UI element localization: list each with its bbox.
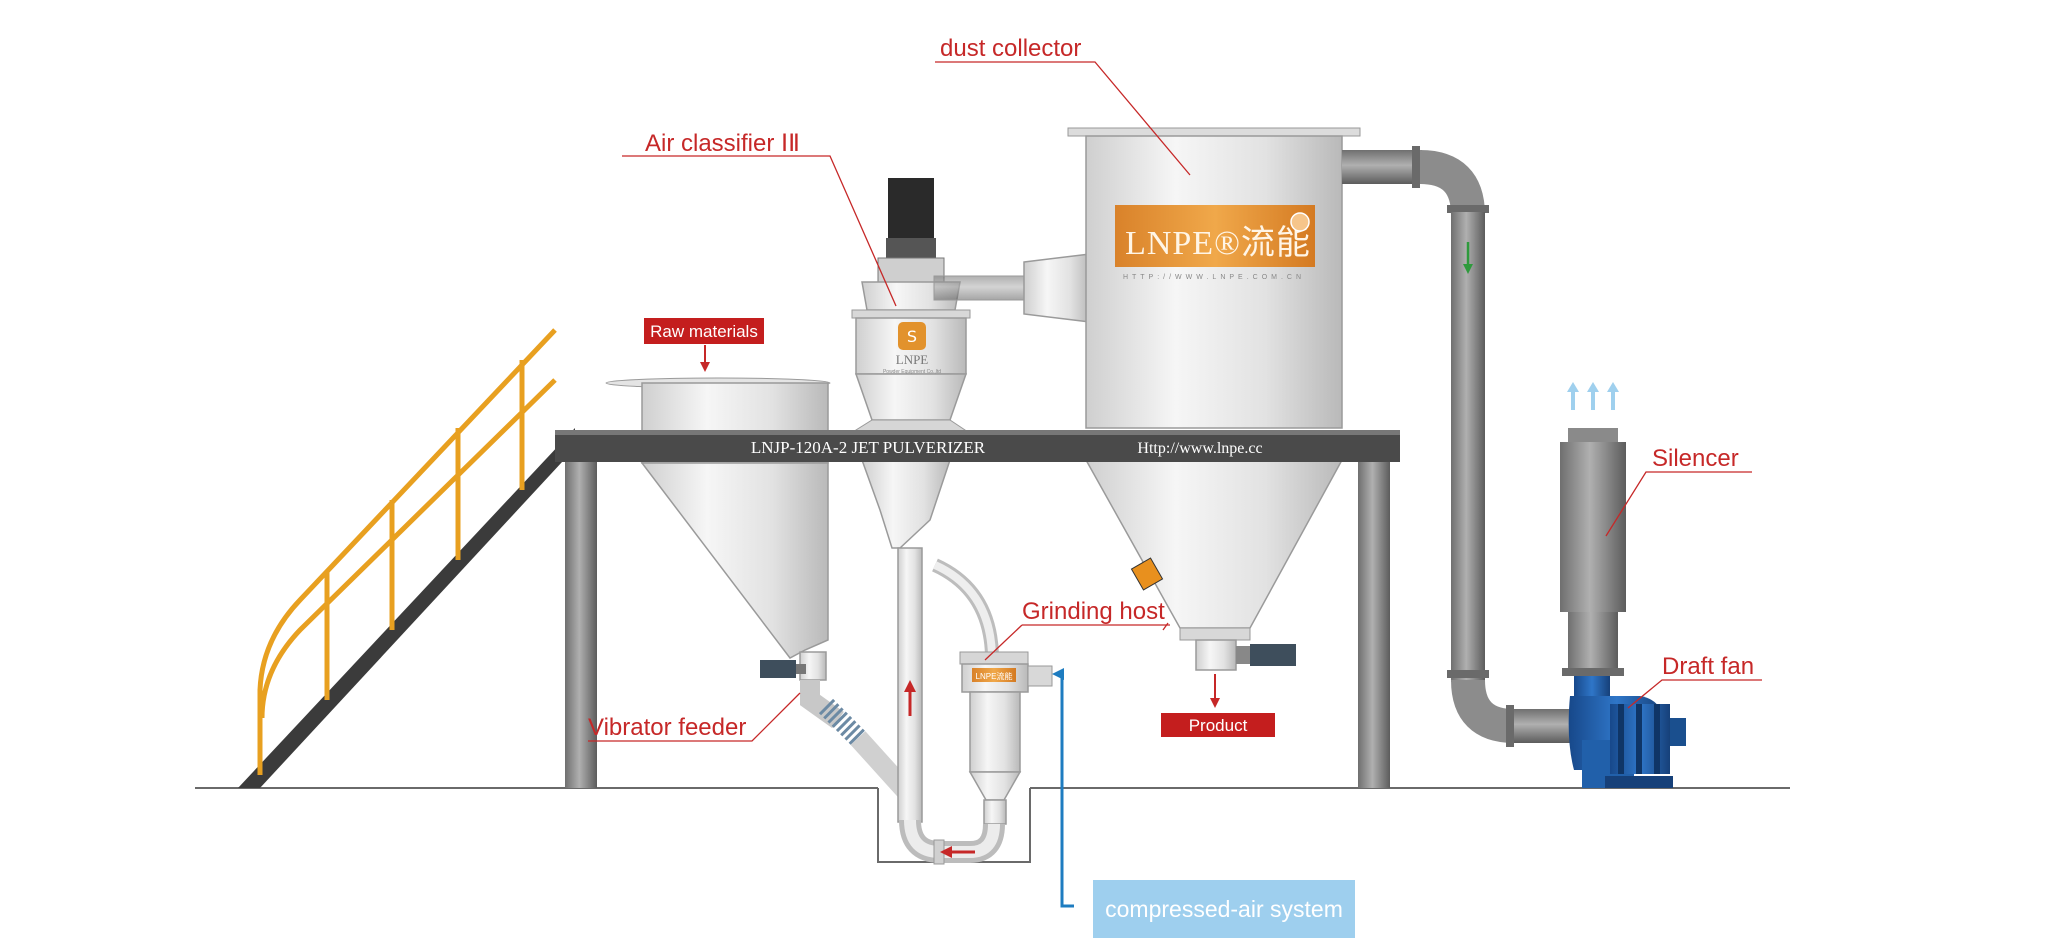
- vibrator-feeder: [760, 660, 913, 797]
- raw-materials-tag: Raw materials: [644, 318, 764, 344]
- dust-collector-label: dust collector: [940, 35, 1081, 62]
- draft-fan-label: Draft fan: [1662, 653, 1754, 680]
- silencer-label: Silencer: [1652, 445, 1739, 472]
- exhaust-vapor-icon: [1567, 382, 1619, 410]
- platform-url: Http://www.lnpe.cc: [1137, 440, 1262, 457]
- level-sensor: [1130, 557, 1164, 591]
- classifier-brand-badge: [898, 322, 926, 350]
- exhaust-pipe: [1342, 146, 1590, 747]
- draft-fan: [1568, 676, 1686, 788]
- compressed-air-line: [1052, 668, 1074, 908]
- grinder-plate: [972, 668, 1016, 682]
- grinder-plate-text: LNPE流能: [976, 671, 1013, 681]
- dust-collector: LNPE®流能 HTTP://WWW.LNPE.COM.CN: [1067, 127, 1361, 671]
- leader-lines: [588, 61, 1762, 742]
- classifier-outlet-duct: [933, 253, 1091, 323]
- grinding-host-label: Grinding host: [1022, 598, 1165, 625]
- dust-collector-url: HTTP://WWW.LNPE.COM.CN: [1123, 274, 1305, 281]
- flow-arrows: [700, 345, 1220, 858]
- platform-beam: LNJP-120A-2 JET PULVERIZER Http://www.ln…: [555, 430, 1400, 462]
- classifier-brand-sub: Powder Equipment Co.,ltd: [883, 369, 941, 375]
- product-tag: Product: [1161, 713, 1275, 737]
- compressed-air-label: compressed-air system: [1105, 896, 1343, 922]
- classifier-brand: LNPE: [896, 352, 929, 367]
- svg-text:S: S: [907, 327, 917, 346]
- support-legs: [565, 462, 1390, 788]
- air-classifier-label: Air classifier ⅠⅡ: [645, 130, 800, 157]
- feeder-flex-hose: [818, 698, 866, 746]
- silencer: [1560, 382, 1626, 676]
- staircase: [238, 328, 575, 788]
- compressed-air-box: compressed-air system: [1093, 880, 1355, 938]
- dust-collector-logo: LNPE®流能: [1125, 224, 1311, 262]
- raw-materials-label: Raw materials: [650, 322, 758, 341]
- dust-collector-logo-plate: [1115, 205, 1315, 267]
- vibrator-feeder-label: Vibrator feeder: [588, 714, 746, 741]
- product-label: Product: [1189, 716, 1248, 735]
- air-classifier: S LNPE Powder Equipment Co.,ltd: [838, 178, 982, 549]
- raw-material-hopper: [605, 377, 831, 681]
- platform-model: LNJP-120A-2 JET PULVERIZER: [751, 438, 986, 457]
